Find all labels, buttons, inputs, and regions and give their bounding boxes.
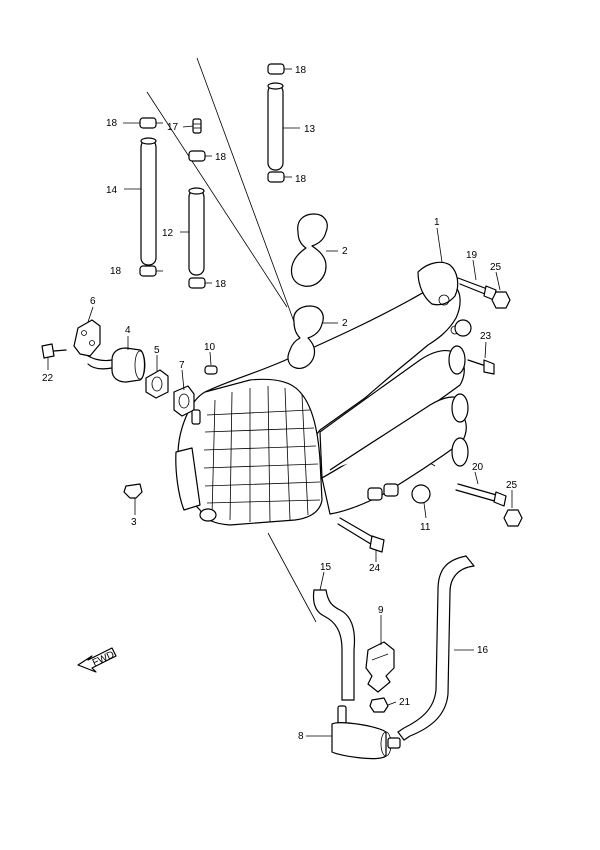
callout-13: 13 <box>304 124 316 135</box>
callout-6: 6 <box>90 296 96 307</box>
fwd-label: FWD <box>91 649 116 669</box>
callout-3: 3 <box>131 517 137 528</box>
callout-16: 16 <box>477 645 489 656</box>
callout-18-f: 18 <box>215 279 227 290</box>
sensor-4 <box>87 347 146 383</box>
intake-manifold <box>175 261 469 526</box>
callout-18-e: 18 <box>110 266 122 277</box>
bolt-22 <box>41 343 67 359</box>
pin-10 <box>204 365 218 375</box>
bolt-21 <box>369 697 389 713</box>
bolt-20 <box>455 483 507 507</box>
callout-20: 20 <box>472 462 484 473</box>
hose-16 <box>397 555 475 741</box>
callout-23: 23 <box>480 331 492 342</box>
callout-4: 4 <box>125 325 131 336</box>
callout-14: 14 <box>106 185 118 196</box>
callout-18-c: 18 <box>215 152 227 163</box>
valve-7 <box>173 385 201 425</box>
bolt-19 <box>457 277 497 301</box>
callout-2-upper: 2 <box>342 246 348 257</box>
clamp-18-b <box>139 117 163 129</box>
fwd-arrow-icon: FWD <box>77 647 117 673</box>
callout-25-lower: 25 <box>506 480 518 491</box>
callout-labels: 1 2 2 3 4 5 6 7 8 9 10 11 12 13 14 15 16… <box>42 65 518 742</box>
callout-11: 11 <box>420 522 431 533</box>
callout-12: 12 <box>162 228 174 239</box>
spacer-11 <box>411 319 472 504</box>
clamp-18-f <box>188 277 212 289</box>
callout-21: 21 <box>399 697 411 708</box>
callout-2-lower: 2 <box>342 318 348 329</box>
clamp-18-e <box>139 265 163 277</box>
callout-5: 5 <box>154 345 160 356</box>
callout-15: 15 <box>320 562 332 573</box>
gasket-lower <box>287 305 324 369</box>
clamp-18-d <box>267 171 292 183</box>
callout-9: 9 <box>378 605 384 616</box>
hose-12 <box>188 187 205 276</box>
callout-24: 24 <box>369 563 381 574</box>
nut-25-lower <box>503 509 523 527</box>
fitting-17 <box>192 118 202 134</box>
hose-15 <box>312 589 356 701</box>
plug-3 <box>123 483 143 499</box>
bracket-9 <box>365 641 395 693</box>
gasket-upper <box>290 213 328 287</box>
hose-13 <box>267 82 284 171</box>
hose-14 <box>140 137 157 266</box>
bracket-6 <box>73 319 101 357</box>
bolt-24 <box>337 517 385 553</box>
callout-8: 8 <box>298 731 304 742</box>
clamp-18-c <box>188 150 212 162</box>
leader-lines <box>47 122 513 737</box>
callout-22: 22 <box>42 373 54 384</box>
callout-25-upper: 25 <box>490 262 502 273</box>
callout-10: 10 <box>204 342 216 353</box>
nut-25-upper <box>491 291 511 309</box>
callout-17: 17 <box>167 122 179 133</box>
callout-1: 1 <box>434 217 440 228</box>
callout-7: 7 <box>179 360 185 371</box>
bolt-23 <box>467 359 495 375</box>
filter-8 <box>331 705 401 760</box>
callout-19: 19 <box>466 250 478 261</box>
clamp-18-a <box>267 63 292 75</box>
callout-18-b: 18 <box>106 118 118 129</box>
callout-18-d: 18 <box>295 174 307 185</box>
gasket-5 <box>145 369 169 399</box>
callout-18-a: 18 <box>295 65 307 76</box>
